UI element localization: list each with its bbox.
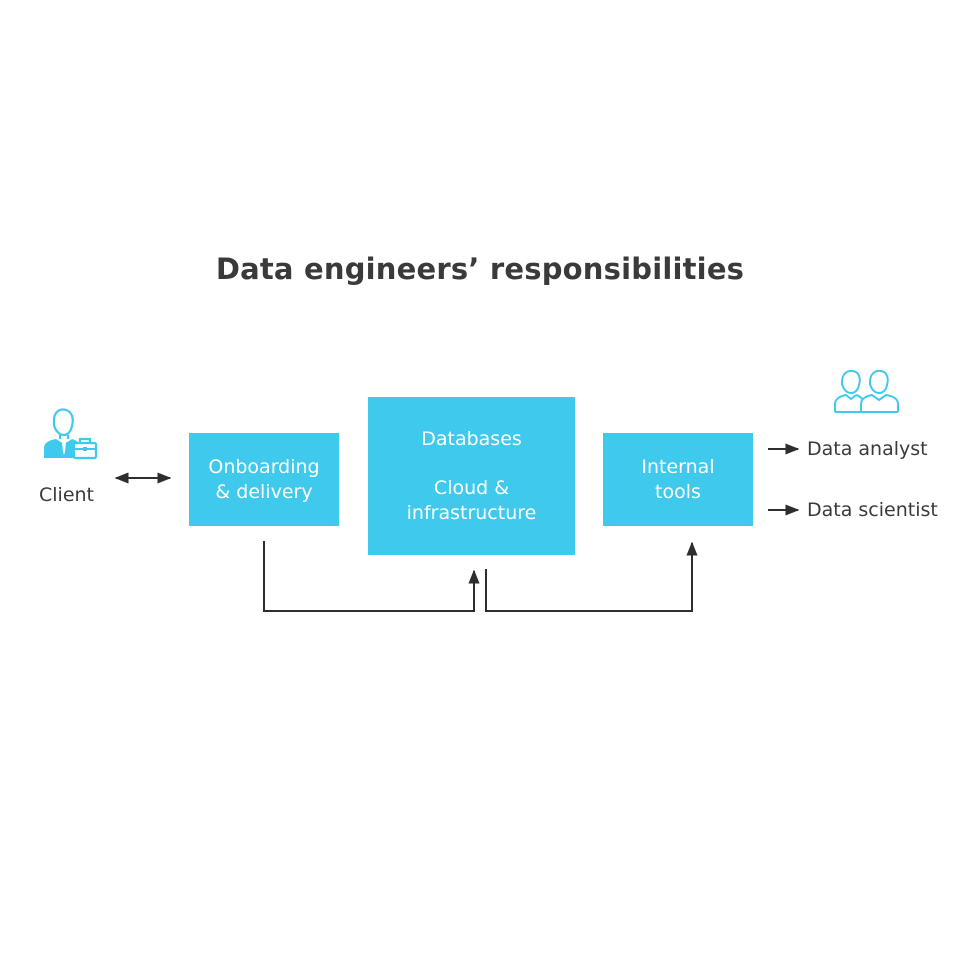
internal-tools-line-2: tools <box>655 480 701 503</box>
cloud-line-2: infrastructure <box>406 501 537 524</box>
cloud-line-1: Cloud & <box>433 476 510 499</box>
client-label: Client <box>39 484 95 506</box>
internal-tools-box: Internal tools <box>603 433 753 526</box>
onboarding-to-databases-arrow <box>263 541 480 612</box>
databases-cloud-box: Databases Cloud & infrastructure <box>368 397 575 555</box>
onboarding-delivery-box: Onboarding & delivery <box>189 433 339 526</box>
diagram-title: Data engineers’ responsibilities <box>215 252 745 286</box>
two-people-icon <box>832 366 904 414</box>
client-person-briefcase-icon <box>40 406 100 462</box>
internal-tools-line-1: Internal <box>641 455 715 478</box>
onboarding-line-1: Onboarding <box>208 455 320 478</box>
onboarding-line-2: & delivery <box>215 480 313 503</box>
databases-label: Databases <box>421 427 522 450</box>
data-scientist-label: Data scientist <box>807 499 938 521</box>
data-analyst-label: Data analyst <box>807 438 928 460</box>
databases-to-internal-tools-arrow <box>485 541 698 612</box>
